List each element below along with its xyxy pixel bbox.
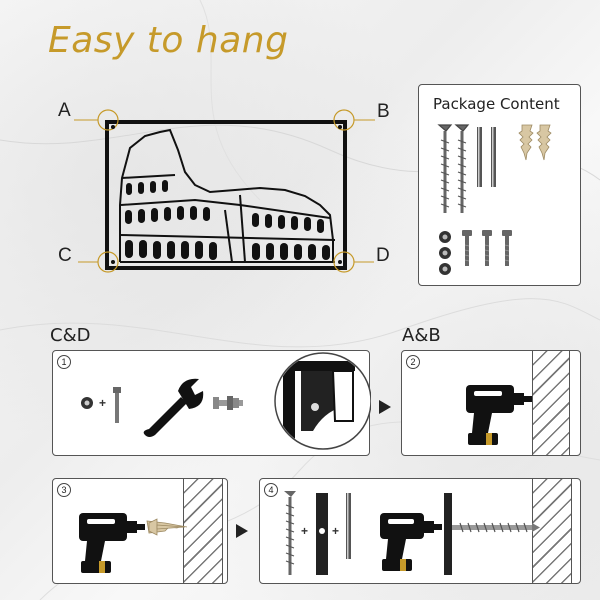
corner-label-c: C — [58, 245, 72, 266]
plus-sign: + — [99, 396, 107, 410]
step-number: 3 — [57, 483, 71, 497]
page-title: Easy to hang — [48, 20, 289, 61]
corner-label-b: B — [377, 101, 390, 122]
plus-sign: + — [332, 524, 340, 538]
wall-hatch — [532, 351, 570, 455]
wall-hatch — [183, 479, 223, 583]
step-1-card: 1 + — [52, 350, 371, 456]
drill-with-anchor-icon — [79, 513, 188, 573]
section-label-cd: C&D — [50, 325, 91, 346]
step-number: 1 — [57, 355, 71, 369]
step-1-illustration — [81, 352, 371, 450]
section-label-ab: A&B — [402, 325, 441, 346]
step-4-card: 4 + + — [259, 478, 581, 584]
wall-art-frame — [74, 109, 375, 273]
step-3-card: 3 — [52, 478, 228, 584]
hardware-icons — [437, 124, 552, 275]
step-number: 4 — [264, 483, 278, 497]
step-number: 2 — [406, 355, 420, 369]
package-content-card: Package Content — [418, 84, 581, 286]
corner-label-d: D — [376, 245, 390, 266]
corner-label-a: A — [58, 100, 71, 121]
package-content-title: Package Content — [433, 95, 560, 113]
plus-sign: + — [301, 524, 309, 538]
drill-icon — [466, 385, 532, 445]
step-4-illustration — [284, 491, 540, 575]
step-2-card: 2 — [401, 350, 581, 456]
arrow-right-icon — [236, 524, 248, 538]
arrow-right-icon — [379, 400, 391, 414]
